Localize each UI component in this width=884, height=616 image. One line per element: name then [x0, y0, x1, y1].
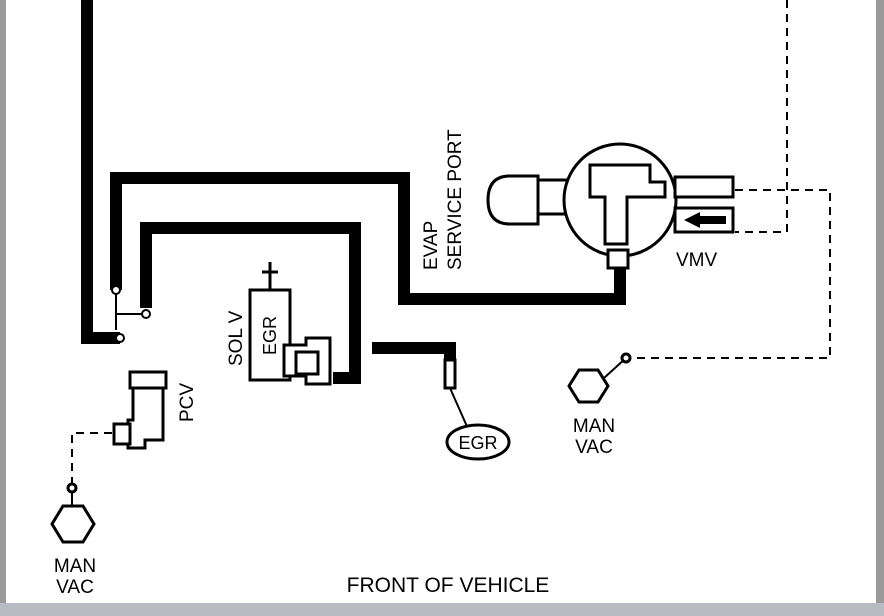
evap-service-port-label: EVAP SERVICE PORT — [421, 129, 466, 270]
evap-label-line1: EVAP — [421, 221, 442, 270]
man-vac-left-line1: MAN — [54, 556, 96, 577]
manifold-vacuum-left — [50, 482, 96, 544]
pcv-label: PCV — [177, 383, 198, 422]
egr-solenoid — [248, 262, 332, 386]
vacuum-hoses — [81, 0, 626, 384]
vmv-knob — [486, 174, 540, 226]
sol-v-label: SOL V — [226, 310, 247, 366]
man-vac-right-line1: MAN — [573, 416, 615, 437]
hex-fitting-right — [567, 368, 610, 404]
dashed-hose-pcv-manvac — [71, 432, 112, 485]
pcv-body — [126, 386, 165, 450]
left-frame-edge — [0, 0, 6, 616]
man-vac-right-line2: VAC — [575, 437, 613, 458]
egr-valve-label: EGR — [458, 433, 497, 453]
dashed-hoses — [71, 0, 831, 485]
egr-valve — [445, 423, 511, 461]
hose-to-egr-solenoid — [140, 222, 361, 384]
hex-fitting-left — [50, 504, 96, 544]
bottom-frame-edge — [0, 603, 884, 616]
man-vac-left-line2: VAC — [56, 577, 94, 598]
vmv-nipple — [606, 248, 630, 270]
right-frame-edge — [876, 0, 884, 616]
vmv-internal — [588, 163, 667, 246]
dashed-hose-vmv-top — [735, 0, 788, 233]
pcv-nipple — [112, 422, 132, 446]
hose-main-vertical — [81, 0, 120, 344]
vmv-valve — [486, 142, 735, 270]
tee-connector — [111, 285, 151, 343]
vmv-flow-arrow — [684, 212, 726, 228]
manifold-vacuum-right — [567, 352, 632, 404]
egr-solenoid-label: EGR — [260, 316, 280, 355]
egr-hose-fitting — [443, 358, 457, 390]
vmv-label: VMV — [676, 250, 718, 271]
front-of-vehicle-label: FRONT OF VEHICLE — [347, 574, 550, 597]
hose-to-egr-valve — [372, 342, 456, 383]
hose-to-vmv — [110, 172, 626, 305]
evap-label-line2: SERVICE PORT — [445, 129, 466, 270]
pcv-valve — [112, 370, 168, 450]
dashed-hose-vmv-manvac — [628, 189, 831, 359]
vmv-port-upper — [673, 175, 735, 199]
